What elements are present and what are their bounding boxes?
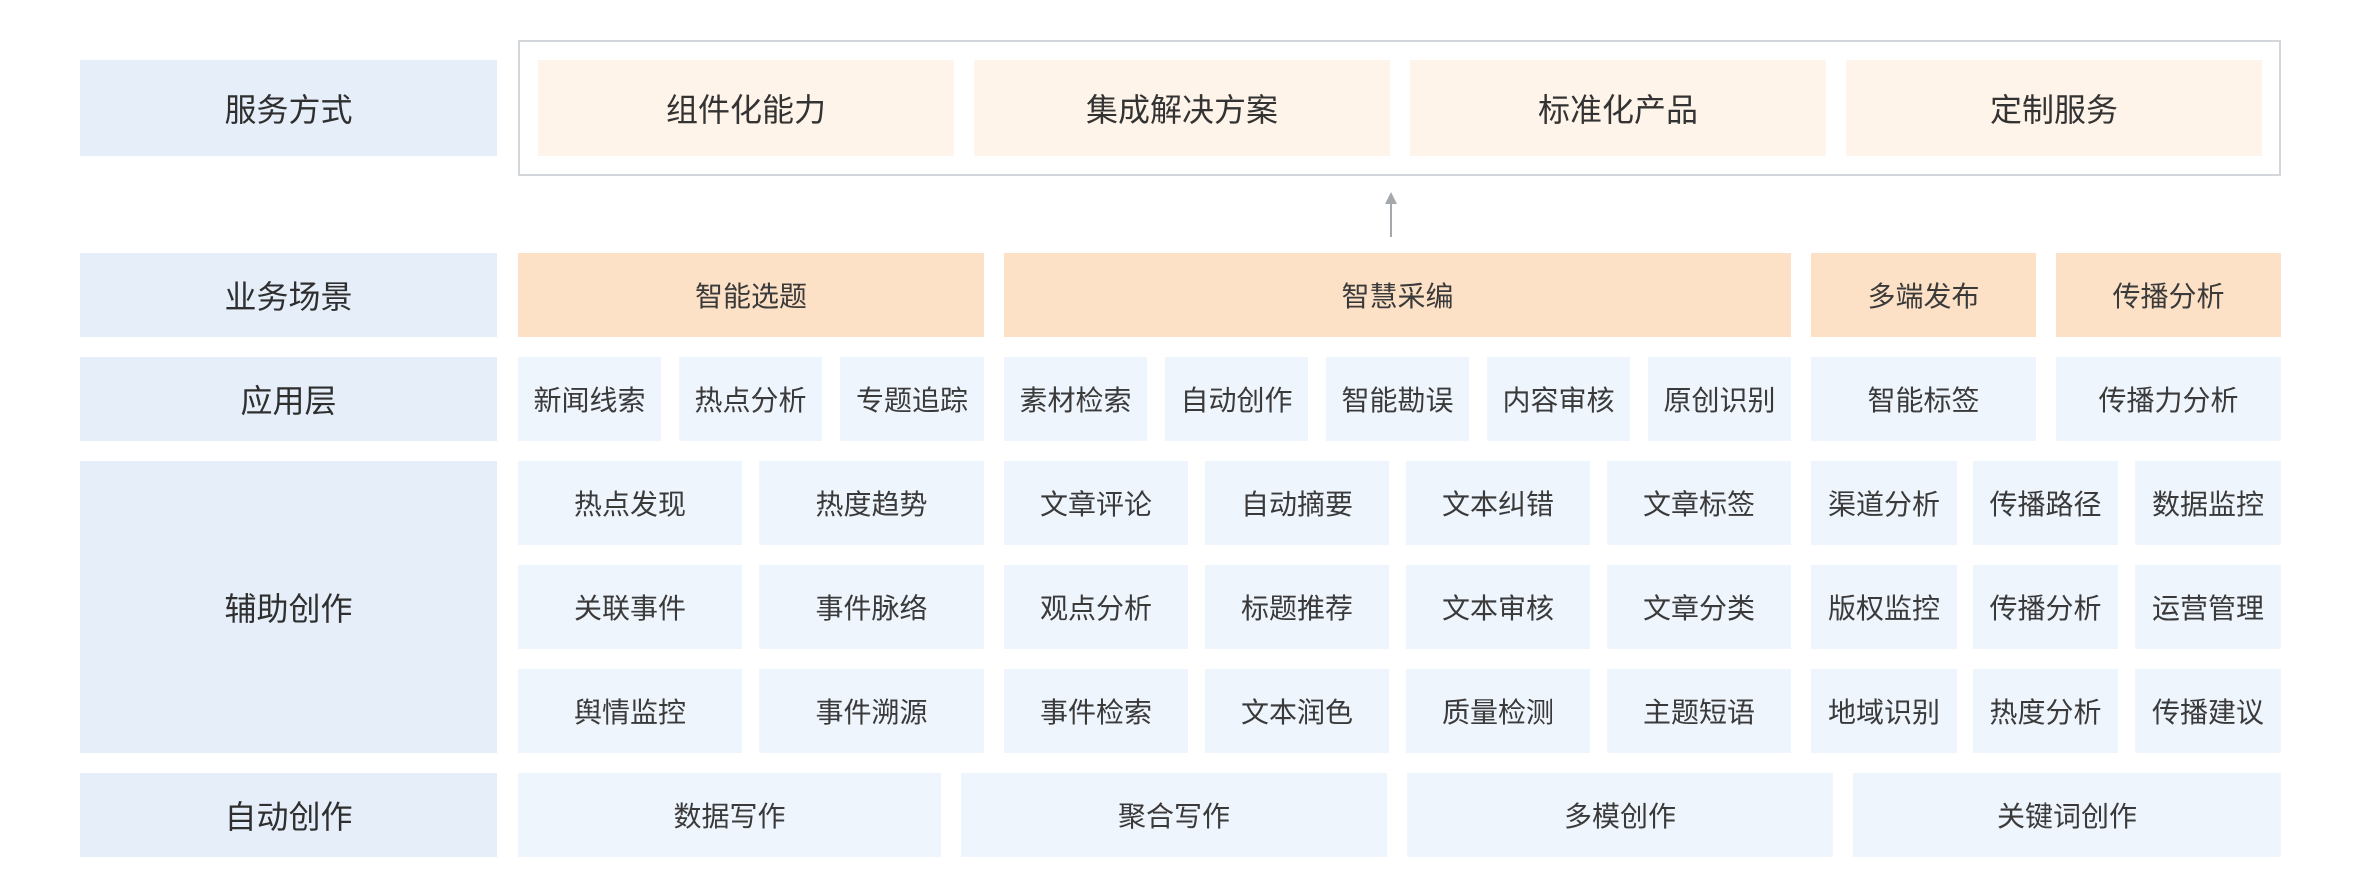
assist-item: 运营管理 <box>2135 565 2281 649</box>
assist-item: 文本审核 <box>1406 565 1590 649</box>
assist-item: 文本纠错 <box>1406 461 1590 545</box>
assist-item: 传播分析 <box>1973 565 2118 649</box>
auto-item: 数据写作 <box>518 773 941 857</box>
assist-item: 文章分类 <box>1607 565 1791 649</box>
row-label-service: 服务方式 <box>80 60 497 156</box>
scene-item: 智能选题 <box>518 253 984 337</box>
service-item: 定制服务 <box>1846 60 2262 156</box>
row-label-assist: 辅助创作 <box>80 461 497 753</box>
row-label-auto: 自动创作 <box>80 773 497 857</box>
assist-item: 关联事件 <box>518 565 742 649</box>
scene-item: 智慧采编 <box>1004 253 1791 337</box>
row-label-scene: 业务场景 <box>80 253 497 337</box>
auto-item: 关键词创作 <box>1853 773 2281 857</box>
app-item: 内容审核 <box>1487 357 1630 441</box>
app-item: 热点分析 <box>679 357 822 441</box>
assist-item: 热度趋势 <box>759 461 984 545</box>
assist-item: 事件脉络 <box>759 565 984 649</box>
scene-item: 传播分析 <box>2056 253 2281 337</box>
assist-item: 主题短语 <box>1607 669 1791 753</box>
app-item: 专题追踪 <box>840 357 984 441</box>
app-item: 新闻线索 <box>518 357 661 441</box>
assist-item: 文本润色 <box>1205 669 1389 753</box>
assist-item: 数据监控 <box>2135 461 2281 545</box>
assist-item: 舆情监控 <box>518 669 742 753</box>
arrow-up-icon <box>1385 192 1397 204</box>
app-item: 智能勘误 <box>1326 357 1469 441</box>
assist-item: 文章评论 <box>1004 461 1188 545</box>
assist-item: 渠道分析 <box>1811 461 1957 545</box>
assist-item: 热度分析 <box>1973 669 2118 753</box>
app-item: 智能标签 <box>1811 357 2036 441</box>
assist-item: 质量检测 <box>1406 669 1590 753</box>
service-item: 集成解决方案 <box>974 60 1390 156</box>
assist-item: 自动摘要 <box>1205 461 1389 545</box>
row-label-app: 应用层 <box>80 357 497 441</box>
assist-item: 版权监控 <box>1811 565 1957 649</box>
assist-item: 标题推荐 <box>1205 565 1389 649</box>
service-item: 组件化能力 <box>538 60 954 156</box>
app-item: 自动创作 <box>1165 357 1308 441</box>
auto-item: 聚合写作 <box>961 773 1387 857</box>
assist-item: 传播建议 <box>2135 669 2281 753</box>
assist-item: 传播路径 <box>1973 461 2118 545</box>
assist-item: 事件检索 <box>1004 669 1188 753</box>
arrow-shaft <box>1390 202 1392 237</box>
app-item: 原创识别 <box>1648 357 1791 441</box>
service-item: 标准化产品 <box>1410 60 1826 156</box>
scene-item: 多端发布 <box>1811 253 2036 337</box>
assist-item: 地域识别 <box>1811 669 1957 753</box>
auto-item: 多模创作 <box>1407 773 1833 857</box>
assist-item: 文章标签 <box>1607 461 1791 545</box>
assist-item: 事件溯源 <box>759 669 984 753</box>
app-item: 素材检索 <box>1004 357 1147 441</box>
assist-item: 观点分析 <box>1004 565 1188 649</box>
assist-item: 热点发现 <box>518 461 742 545</box>
app-item: 传播力分析 <box>2056 357 2281 441</box>
